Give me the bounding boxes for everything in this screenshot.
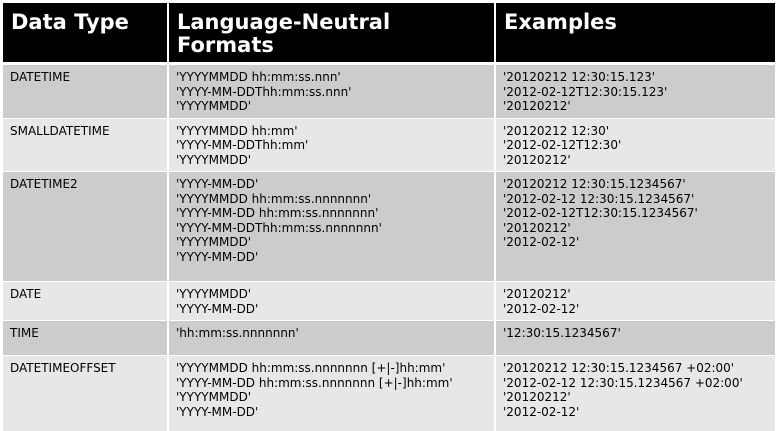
cell-data-type: DATE (3, 281, 168, 321)
cell-examples: '20120212 12:30:15.1234567 +02:00' '2012… (494, 355, 775, 431)
header-language-neutral-formats: Language-Neutral Formats (167, 3, 495, 65)
cell-examples: '20120212' '2012-02-12' (494, 281, 775, 321)
header-examples: Examples (494, 3, 775, 65)
cell-formats: 'YYYY-MM-DD' 'YYYYMMDD hh:mm:ss.nnnnnnn'… (167, 171, 495, 282)
cell-examples: '20120212 12:30:15.123' '2012-02-12T12:3… (494, 63, 775, 118)
table-header-row: Data Type Language-Neutral Formats Examp… (3, 3, 775, 65)
cell-data-type: DATETIME (3, 63, 168, 118)
cell-formats: 'hh:mm:ss.nnnnnnn' (167, 320, 495, 356)
cell-formats: 'YYYYMMDD hh:mm:ss.nnn' 'YYYY-MM-DDThh:m… (167, 63, 495, 118)
cell-data-type: TIME (3, 320, 168, 356)
table-row: TIME 'hh:mm:ss.nnnnnnn' '12:30:15.123456… (3, 320, 775, 356)
header-data-type: Data Type (3, 3, 168, 65)
table-row: DATETIME2 'YYYY-MM-DD' 'YYYYMMDD hh:mm:s… (3, 171, 775, 282)
cell-examples: '20120212 12:30' '2012-02-12T12:30' '201… (494, 117, 775, 172)
table-row: DATETIME 'YYYYMMDD hh:mm:ss.nnn' 'YYYY-M… (3, 63, 775, 118)
cell-formats: 'YYYYMMDD hh:mm' 'YYYY-MM-DDThh:mm' 'YYY… (167, 117, 495, 172)
table-row: SMALLDATETIME 'YYYYMMDD hh:mm' 'YYYY-MM-… (3, 117, 775, 172)
data-types-table-container: Data Type Language-Neutral Formats Examp… (3, 3, 775, 431)
cell-examples: '12:30:15.1234567' (494, 320, 775, 356)
cell-data-type: DATETIMEOFFSET (3, 355, 168, 431)
cell-examples: '20120212 12:30:15.1234567' '2012-02-12 … (494, 171, 775, 282)
cell-formats: 'YYYYMMDD hh:mm:ss.nnnnnnn [+|-]hh:mm' '… (167, 355, 495, 431)
cell-data-type: DATETIME2 (3, 171, 168, 282)
cell-data-type: SMALLDATETIME (3, 117, 168, 172)
table-row: DATETIMEOFFSET 'YYYYMMDD hh:mm:ss.nnnnnn… (3, 355, 775, 431)
data-types-table: Data Type Language-Neutral Formats Examp… (3, 3, 775, 431)
table-row: DATE 'YYYYMMDD' 'YYYY-MM-DD' '20120212' … (3, 281, 775, 321)
cell-formats: 'YYYYMMDD' 'YYYY-MM-DD' (167, 281, 495, 321)
